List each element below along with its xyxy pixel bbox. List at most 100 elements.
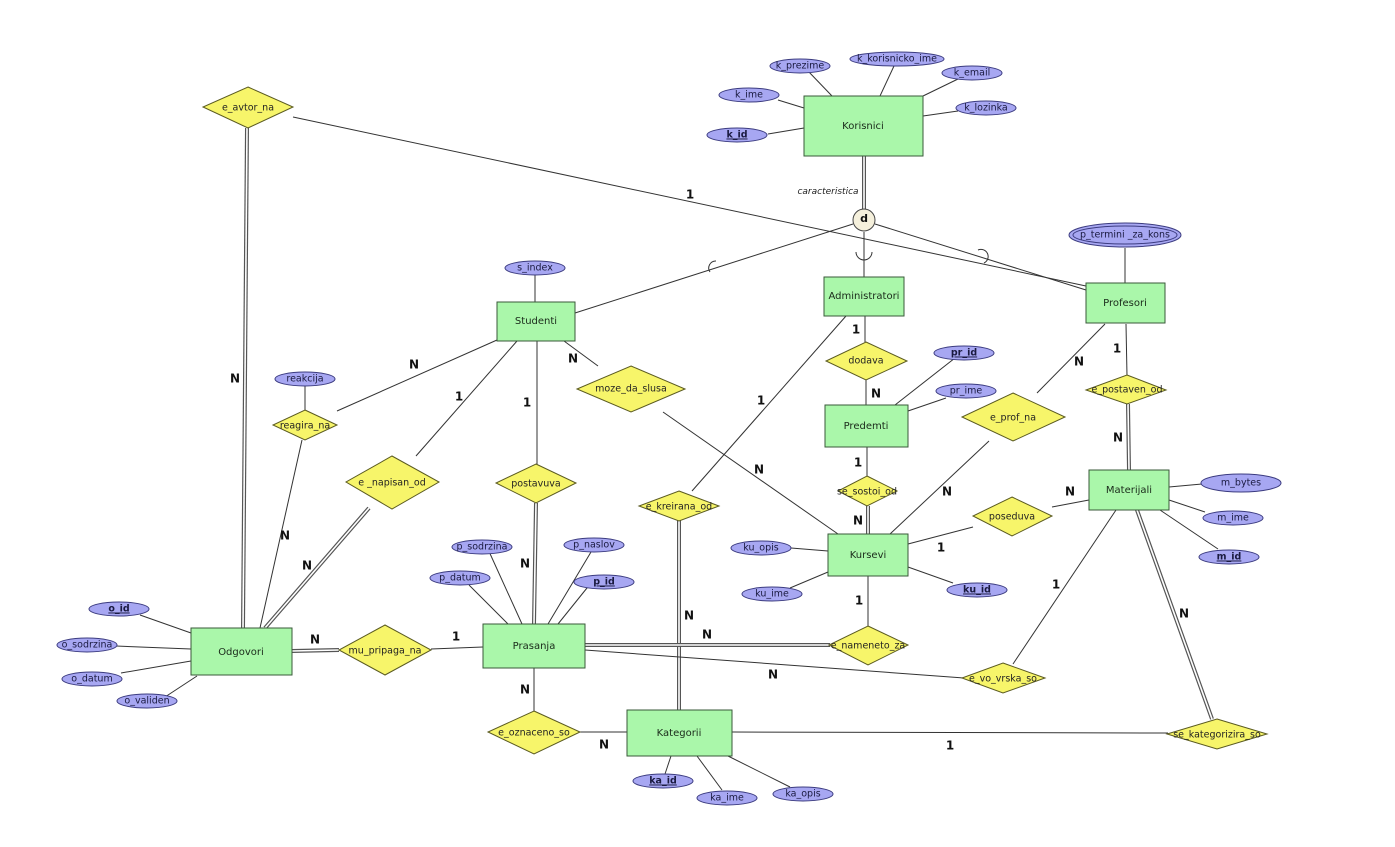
attribute-s-index[interactable]: s_index bbox=[504, 260, 566, 276]
relationship-mu-pripaga-na[interactable]: mu_pripaga_na bbox=[337, 624, 433, 676]
attribute-k-id-key[interactable]: k_id bbox=[706, 127, 768, 143]
relationship-label: reagira_na bbox=[280, 421, 330, 432]
attribute-m-bytes[interactable]: m_bytes bbox=[1200, 473, 1282, 493]
relationship-label: e_kreirana_od bbox=[646, 502, 712, 513]
attribute-ka-ime[interactable]: ka_ime bbox=[696, 790, 758, 806]
attribute-ku-ime[interactable]: ku_ime bbox=[741, 586, 803, 602]
attribute-p-sodrzina[interactable]: p_sodrzina bbox=[451, 539, 513, 555]
relationship-e-nameneto-za[interactable]: e_nameneto_za bbox=[827, 625, 910, 666]
cardinality-label: N bbox=[942, 485, 952, 499]
attribute-o-sodrzina[interactable]: o_sodrzina bbox=[56, 637, 118, 653]
relationship-se-sostoi-od[interactable]: se_sostoi_od bbox=[836, 475, 899, 507]
cardinality-label: 1 bbox=[452, 630, 460, 644]
relationship-label: se_sostoi_od bbox=[837, 487, 897, 498]
relationship-label: moze_da_slusa bbox=[595, 384, 667, 395]
relationship-e-avtor-na[interactable]: e_avtor_na bbox=[201, 86, 295, 129]
attribute-label: p_datum bbox=[439, 573, 481, 584]
entity-odgovori[interactable]: Odgovori bbox=[190, 627, 293, 676]
cardinality-label: N bbox=[520, 557, 530, 571]
attribute-label: k_email bbox=[954, 68, 990, 79]
cardinality-label: 1 bbox=[1052, 578, 1060, 592]
entity-label: Studenti bbox=[515, 316, 557, 327]
attribute-ku-id-key[interactable]: ku_id bbox=[946, 582, 1008, 598]
cardinality-label: N bbox=[520, 683, 530, 697]
relationship-postavuva[interactable]: postavuva bbox=[494, 463, 578, 504]
relationship-se-kategorizira-so[interactable]: se_kategorizira_so bbox=[1165, 718, 1269, 750]
cardinality-label: N bbox=[568, 352, 578, 366]
relationship-e-oznaceno-so[interactable]: e_oznaceno_so bbox=[486, 710, 582, 755]
cardinality-label: N bbox=[409, 358, 419, 372]
attribute-k-ime[interactable]: k_ime bbox=[718, 87, 780, 103]
entity-profesori[interactable]: Profesori bbox=[1085, 282, 1166, 324]
relationship-reagira-na[interactable]: reagira_na bbox=[271, 409, 339, 441]
entity-label: Kategorii bbox=[657, 728, 702, 739]
cardinality-label: N bbox=[853, 514, 863, 528]
relationship-label: mu_pripaga_na bbox=[349, 646, 422, 657]
attribute-label: ka_opis bbox=[785, 789, 820, 800]
attribute-ku-opis[interactable]: ku_opis bbox=[730, 540, 792, 556]
attribute-label: o_id bbox=[108, 604, 129, 615]
attribute-reakcija[interactable]: reakcija bbox=[274, 371, 336, 387]
attribute-ka-opis[interactable]: ka_opis bbox=[772, 786, 834, 802]
attribute-k-lozinka[interactable]: k_lozinka bbox=[955, 100, 1017, 116]
attribute-label: pr_id bbox=[951, 348, 977, 359]
relationship-e-postaven-od[interactable]: e_postaven_od bbox=[1084, 374, 1168, 405]
attribute-label: ka_id bbox=[649, 776, 677, 787]
entity-materijali[interactable]: Materijali bbox=[1088, 469, 1170, 511]
relationship-moze-da-slusa[interactable]: moze_da_slusa bbox=[575, 365, 687, 413]
attribute-p-termini-za-kons-multivalued[interactable]: p_termini _za_kons bbox=[1068, 222, 1182, 248]
attribute-label: m_id bbox=[1217, 552, 1242, 563]
cardinality-label: N bbox=[1065, 485, 1075, 499]
entity-label: Predemti bbox=[844, 421, 889, 432]
cardinality-label: N bbox=[702, 628, 712, 642]
attribute-label: k_lozinka bbox=[964, 103, 1008, 114]
entity-label: Profesori bbox=[1103, 298, 1147, 309]
attribute-label: k_prezime bbox=[776, 61, 825, 72]
attribute-label: o_datum bbox=[71, 674, 112, 685]
attribute-k-korisnicko-ime[interactable]: k_korisnicko_ime bbox=[849, 51, 945, 67]
entity-label: Odgovori bbox=[218, 647, 264, 658]
relationship-e-prof-na[interactable]: e_prof_na bbox=[960, 392, 1067, 442]
attribute-o-datum[interactable]: o_datum bbox=[61, 671, 123, 687]
attribute-p-id-key[interactable]: p_id bbox=[573, 574, 635, 590]
attribute-p-naslov[interactable]: p_naslov bbox=[563, 537, 625, 553]
entity-kursevi[interactable]: Kursevi bbox=[827, 533, 909, 577]
attribute-label: p_naslov bbox=[573, 540, 615, 551]
attribute-label: k_id bbox=[726, 130, 747, 141]
attribute-k-email[interactable]: k_email bbox=[941, 65, 1003, 81]
entity-korisnici[interactable]: Korisnici bbox=[803, 95, 924, 157]
relationship-label: e_vo_vrska_so bbox=[969, 674, 1037, 685]
relationship-e-vo-vrska-so[interactable]: e_vo_vrska_so bbox=[960, 662, 1047, 694]
entity-studenti[interactable]: Studenti bbox=[496, 301, 576, 342]
cardinality-label: 1 bbox=[937, 541, 945, 555]
attribute-p-datum[interactable]: p_datum bbox=[429, 570, 491, 586]
cardinality-label: N bbox=[1074, 355, 1084, 369]
relationship-e-napisan-od[interactable]: e _napisan_od bbox=[344, 455, 441, 510]
attribute-m-ime[interactable]: m_ime bbox=[1202, 510, 1264, 526]
attribute-k-prezime[interactable]: k_prezime bbox=[769, 58, 831, 74]
disjoint-specialization-circle[interactable]: d bbox=[852, 208, 876, 232]
attribute-m-id-key[interactable]: m_id bbox=[1198, 549, 1260, 565]
entity-administratori[interactable]: Administratori bbox=[823, 276, 905, 317]
attribute-ka-id-key[interactable]: ka_id bbox=[632, 773, 694, 789]
entity-prasanja[interactable]: Prasanja bbox=[482, 623, 586, 669]
relationship-poseduva[interactable]: poseduva bbox=[971, 496, 1054, 537]
attribute-pr-ime[interactable]: pr_ime bbox=[935, 383, 997, 399]
attribute-label: p_sodrzina bbox=[457, 542, 508, 553]
cardinality-label: 1 bbox=[854, 456, 862, 470]
entity-kategorii[interactable]: Kategorii bbox=[626, 709, 733, 757]
relationship-e-kreirana-od[interactable]: e_kreirana_od bbox=[637, 490, 721, 522]
attribute-pr-id-key[interactable]: pr_id bbox=[933, 345, 995, 361]
cardinality-label: 1 bbox=[455, 390, 463, 404]
attribute-o-id-key[interactable]: o_id bbox=[88, 601, 150, 617]
relationship-dodava[interactable]: dodava bbox=[824, 341, 909, 381]
entity-predemti[interactable]: Predemti bbox=[824, 404, 909, 448]
cardinality-label: N bbox=[768, 668, 778, 682]
attribute-label: ku_opis bbox=[743, 543, 778, 554]
attribute-label: ku_ime bbox=[755, 589, 789, 600]
connectors bbox=[115, 65, 1219, 791]
attribute-o-validen[interactable]: o_validen bbox=[116, 693, 178, 709]
attribute-label: k_ime bbox=[735, 90, 763, 101]
attribute-label: o_validen bbox=[124, 696, 169, 707]
